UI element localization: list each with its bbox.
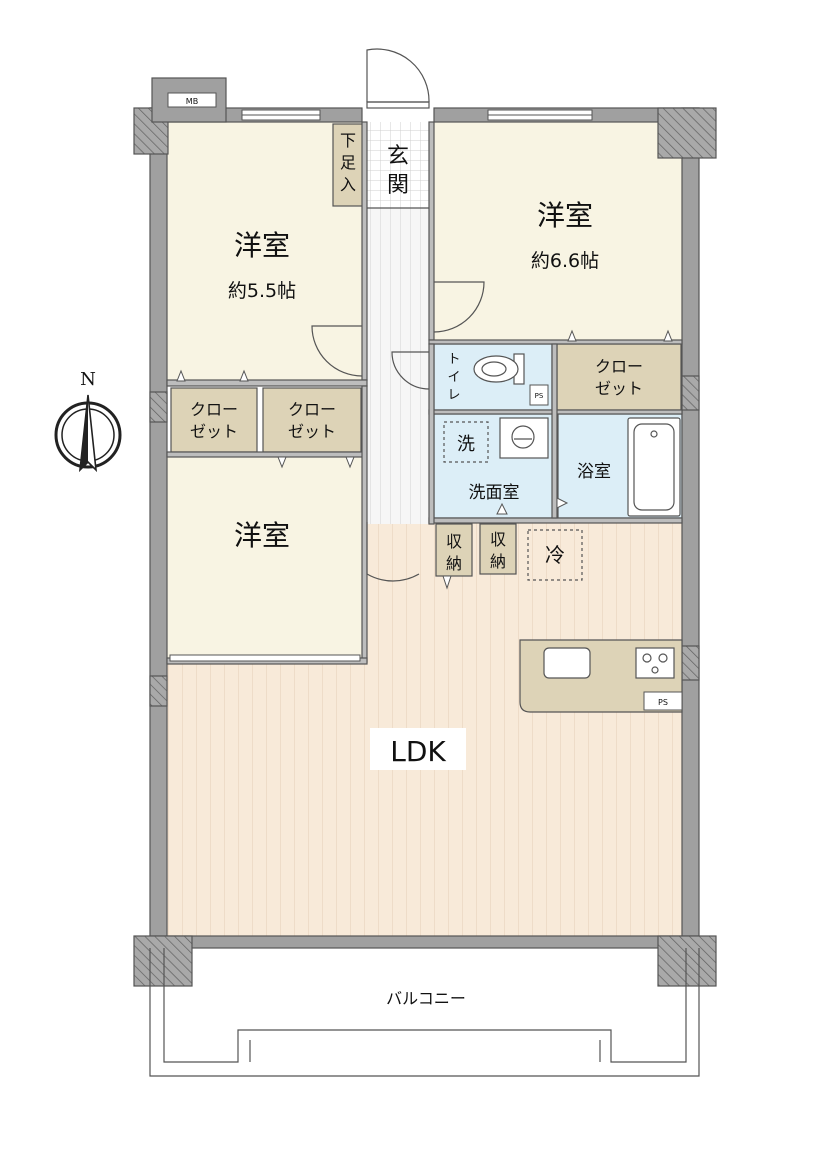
toilet-char-2: イ (447, 370, 460, 385)
fridge-space (527, 529, 583, 581)
ldk-name: LDK (390, 735, 446, 768)
hallway-floor (367, 208, 429, 524)
closet-w1-line1: クロー (190, 400, 238, 419)
storage-2-char-1: 収 (490, 530, 506, 549)
bedroom-nw-floor (167, 122, 362, 380)
north-windows (241, 109, 593, 121)
washroom-name: 洗面室 (469, 483, 520, 503)
corner-pillars (133, 77, 717, 987)
balcony-name: バルコニー (386, 989, 466, 1008)
entrance-char-2: 関 (387, 173, 409, 198)
storage-2-box (479, 523, 517, 575)
storage-1-char-2: 納 (446, 554, 462, 573)
closet-w2-line2: ゼット (288, 422, 336, 441)
shoe-char-1: 下 (340, 131, 356, 150)
bedroom-ne-size: 約6.6帖 (531, 250, 599, 272)
fridge-label: 冷 (545, 543, 565, 567)
closet-ne-line1: クロー (595, 357, 643, 376)
shoe-storage-box (332, 123, 364, 207)
entrance-floor (367, 122, 429, 208)
ldk-label-bg (370, 728, 466, 770)
room-doors (311, 281, 485, 582)
bedroom-w-floor (167, 456, 362, 662)
bathroom-name: 浴室 (577, 462, 611, 482)
storage-1-char-1: 収 (446, 532, 462, 551)
ps-kitchen-tag: PS (658, 698, 668, 707)
mb-tag-box (167, 92, 217, 108)
closet-arrows (176, 329, 673, 590)
shoe-char-2: 足 (340, 153, 356, 172)
closet-ne-box (556, 343, 682, 411)
shoe-char-3: 入 (340, 175, 356, 194)
toilet-char-3: レ (447, 388, 460, 403)
closet-w1-box (170, 387, 258, 453)
entrance-door (366, 48, 430, 109)
closet-w1-line2: ゼット (190, 422, 238, 441)
toilet-fixture (473, 353, 525, 385)
bedroom-w-sash (169, 654, 361, 662)
storage-2-label: 収 納 (490, 530, 506, 571)
bedroom-nw-size: 約5.5帖 (228, 280, 296, 302)
bedroom-w-name: 洋室 (234, 519, 290, 552)
bedroom-ne-floor (434, 122, 682, 340)
bedroom-nw-name: 洋室 (234, 229, 290, 262)
entrance-label: 玄 関 (387, 144, 409, 198)
bathtub (627, 417, 681, 517)
washer-label: 洗 (457, 434, 475, 455)
balcony-outline (149, 948, 700, 1077)
entrance-char-1: 玄 (387, 144, 409, 169)
storage-2-char-2: 納 (490, 552, 506, 571)
north-arrow (54, 394, 122, 473)
storage-1-label: 収 納 (446, 532, 462, 573)
ps-toilet-tag: PS (535, 392, 544, 400)
toilet-char-1: ト (447, 352, 460, 367)
ps-kitchen-box (643, 691, 683, 711)
shoe-storage-label: 下 足 入 (340, 131, 356, 194)
closet-w2-line1: クロー (288, 400, 336, 419)
north-letter: N (80, 369, 96, 390)
bedroom-ne-name: 洋室 (537, 199, 593, 232)
toilet-label: ト イ レ (447, 352, 460, 403)
storage-1-box (435, 523, 473, 577)
kitchen-counter (519, 639, 683, 713)
mb-tag: MB (186, 97, 198, 106)
ps-toilet-box (529, 384, 549, 406)
closet-ne-line2: ゼット (595, 379, 643, 398)
closet-w2-box (262, 387, 362, 453)
wash-basin (499, 417, 549, 459)
